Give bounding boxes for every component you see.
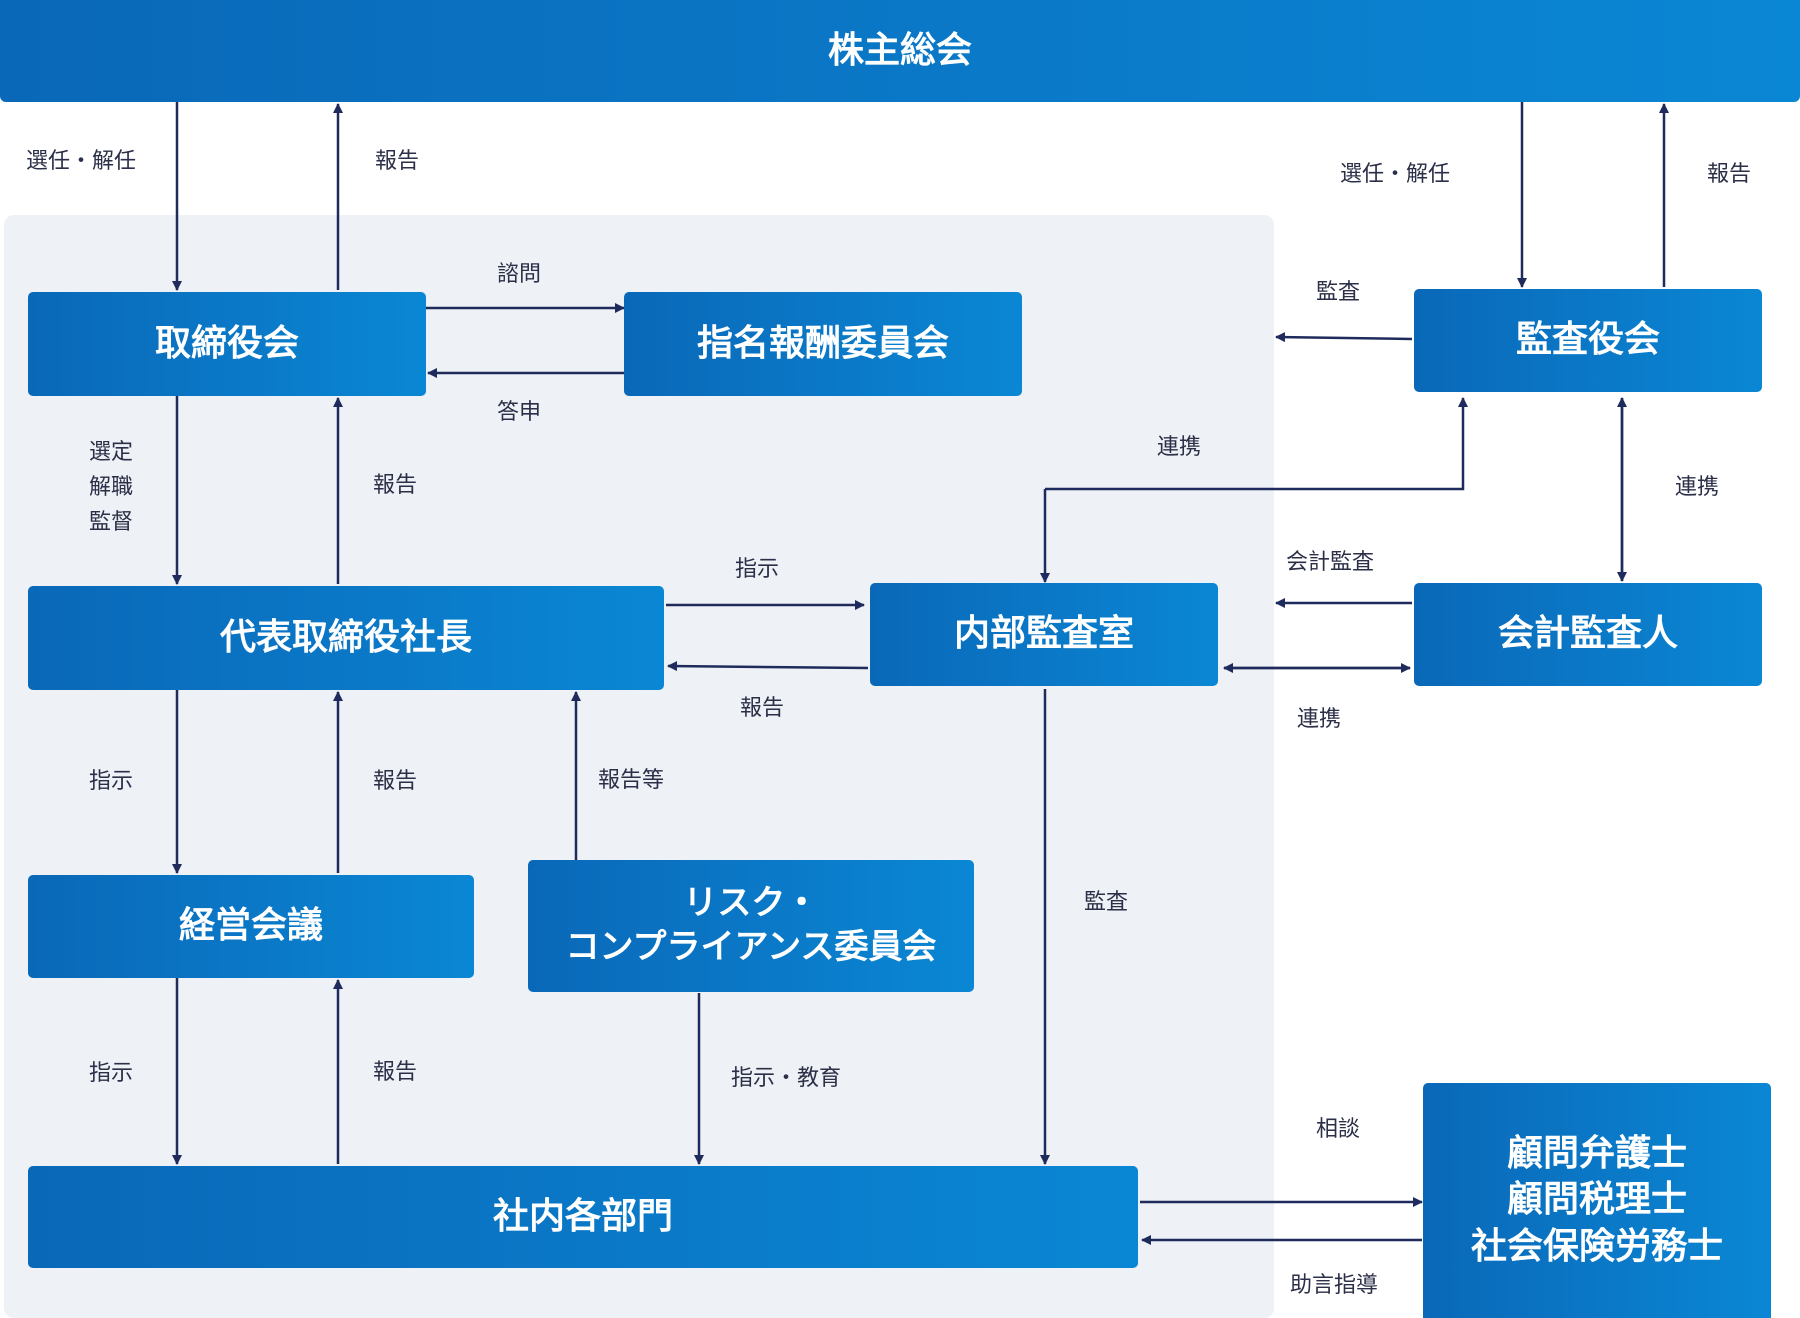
- label-report-president: 報告: [373, 473, 418, 498]
- label-dismiss: 解職: [89, 475, 134, 500]
- label-instruct-audit: 指示: [735, 557, 780, 582]
- label-consultation: 相談: [1316, 1117, 1361, 1142]
- risk-compliance-label-line1: リスク・: [683, 883, 819, 924]
- label-advice: 助言指導: [1290, 1273, 1379, 1298]
- label-instruct-departments: 指示: [89, 1061, 134, 1086]
- label-elect-dismiss-board: 選任・解任: [26, 149, 137, 174]
- company-area-panel: [4, 215, 1274, 1318]
- audit-board-box: 監査役会: [1414, 289, 1762, 392]
- internal-audit-office-box: 内部監査室: [870, 583, 1218, 686]
- external-advisors-box: 顧問弁護士 顧問税理士 社会保険労務士: [1423, 1083, 1771, 1318]
- label-report-board: 報告: [375, 149, 420, 174]
- label-select: 選定: [89, 440, 134, 465]
- internal-departments-box: 社内各部門: [28, 1166, 1138, 1268]
- label-instruct-education: 指示・教育: [731, 1066, 842, 1091]
- label-consult: 諮問: [497, 262, 542, 287]
- management-meeting-box: 経営会議: [28, 875, 474, 978]
- arrow-audit-board: [1275, 332, 1413, 343]
- board-of-directors-box: 取締役会: [28, 292, 426, 396]
- label-supervise: 監督: [89, 510, 134, 535]
- label-accounting-audit: 会計監査: [1286, 550, 1375, 575]
- president-box: 代表取締役社長: [28, 586, 664, 690]
- board-of-directors-label: 取締役会: [154, 322, 299, 364]
- president-label: 代表取締役社長: [219, 616, 472, 658]
- label-report-auditors: 報告: [1707, 162, 1752, 187]
- label-coordinate-audit: 連携: [1157, 435, 1202, 460]
- label-elect-dismiss-auditors: 選任・解任: [1340, 162, 1451, 187]
- accounting-auditor-label: 会計監査人: [1497, 613, 1678, 655]
- accounting-auditor-box: 会計監査人: [1414, 583, 1762, 686]
- risk-compliance-label-line2: コンプライアンス委員会: [565, 927, 937, 967]
- label-coordinate-accounting: 連携: [1297, 707, 1342, 732]
- arrow-coordinate-auditors-up: [1045, 397, 1468, 491]
- advisor-labor-label: 社会保険労務士: [1470, 1225, 1723, 1267]
- nomination-compensation-committee-box: 指名報酬委員会: [624, 292, 1022, 396]
- label-coordinate-auditors: 連携: [1675, 475, 1720, 500]
- label-audit-board: 監査: [1316, 280, 1361, 305]
- nomination-compensation-committee-label: 指名報酬委員会: [696, 322, 949, 364]
- risk-compliance-committee-box: リスク・ コンプライアンス委員会: [528, 860, 974, 992]
- advisor-lawyer-label: 顧問弁護士: [1506, 1133, 1687, 1175]
- internal-audit-office-label: 内部監査室: [953, 613, 1134, 655]
- label-instruct-meeting: 指示: [89, 769, 134, 794]
- label-report-meeting: 報告: [373, 769, 418, 794]
- label-report-etc: 報告等: [598, 768, 665, 793]
- arrow-report-audit: [667, 661, 869, 672]
- label-reply: 答申: [497, 400, 542, 425]
- internal-departments-label: 社内各部門: [492, 1195, 673, 1237]
- label-report-departments: 報告: [373, 1060, 418, 1085]
- management-meeting-label: 経営会議: [178, 905, 323, 947]
- shareholders-meeting-box: 株主総会: [0, 0, 1800, 102]
- shareholders-meeting-label: 株主総会: [827, 29, 972, 71]
- label-report-audit: 報告: [740, 696, 785, 721]
- advisor-tax-label: 顧問税理士: [1506, 1179, 1687, 1221]
- label-audit-departments: 監査: [1084, 890, 1129, 915]
- audit-board-label: 監査役会: [1515, 319, 1660, 361]
